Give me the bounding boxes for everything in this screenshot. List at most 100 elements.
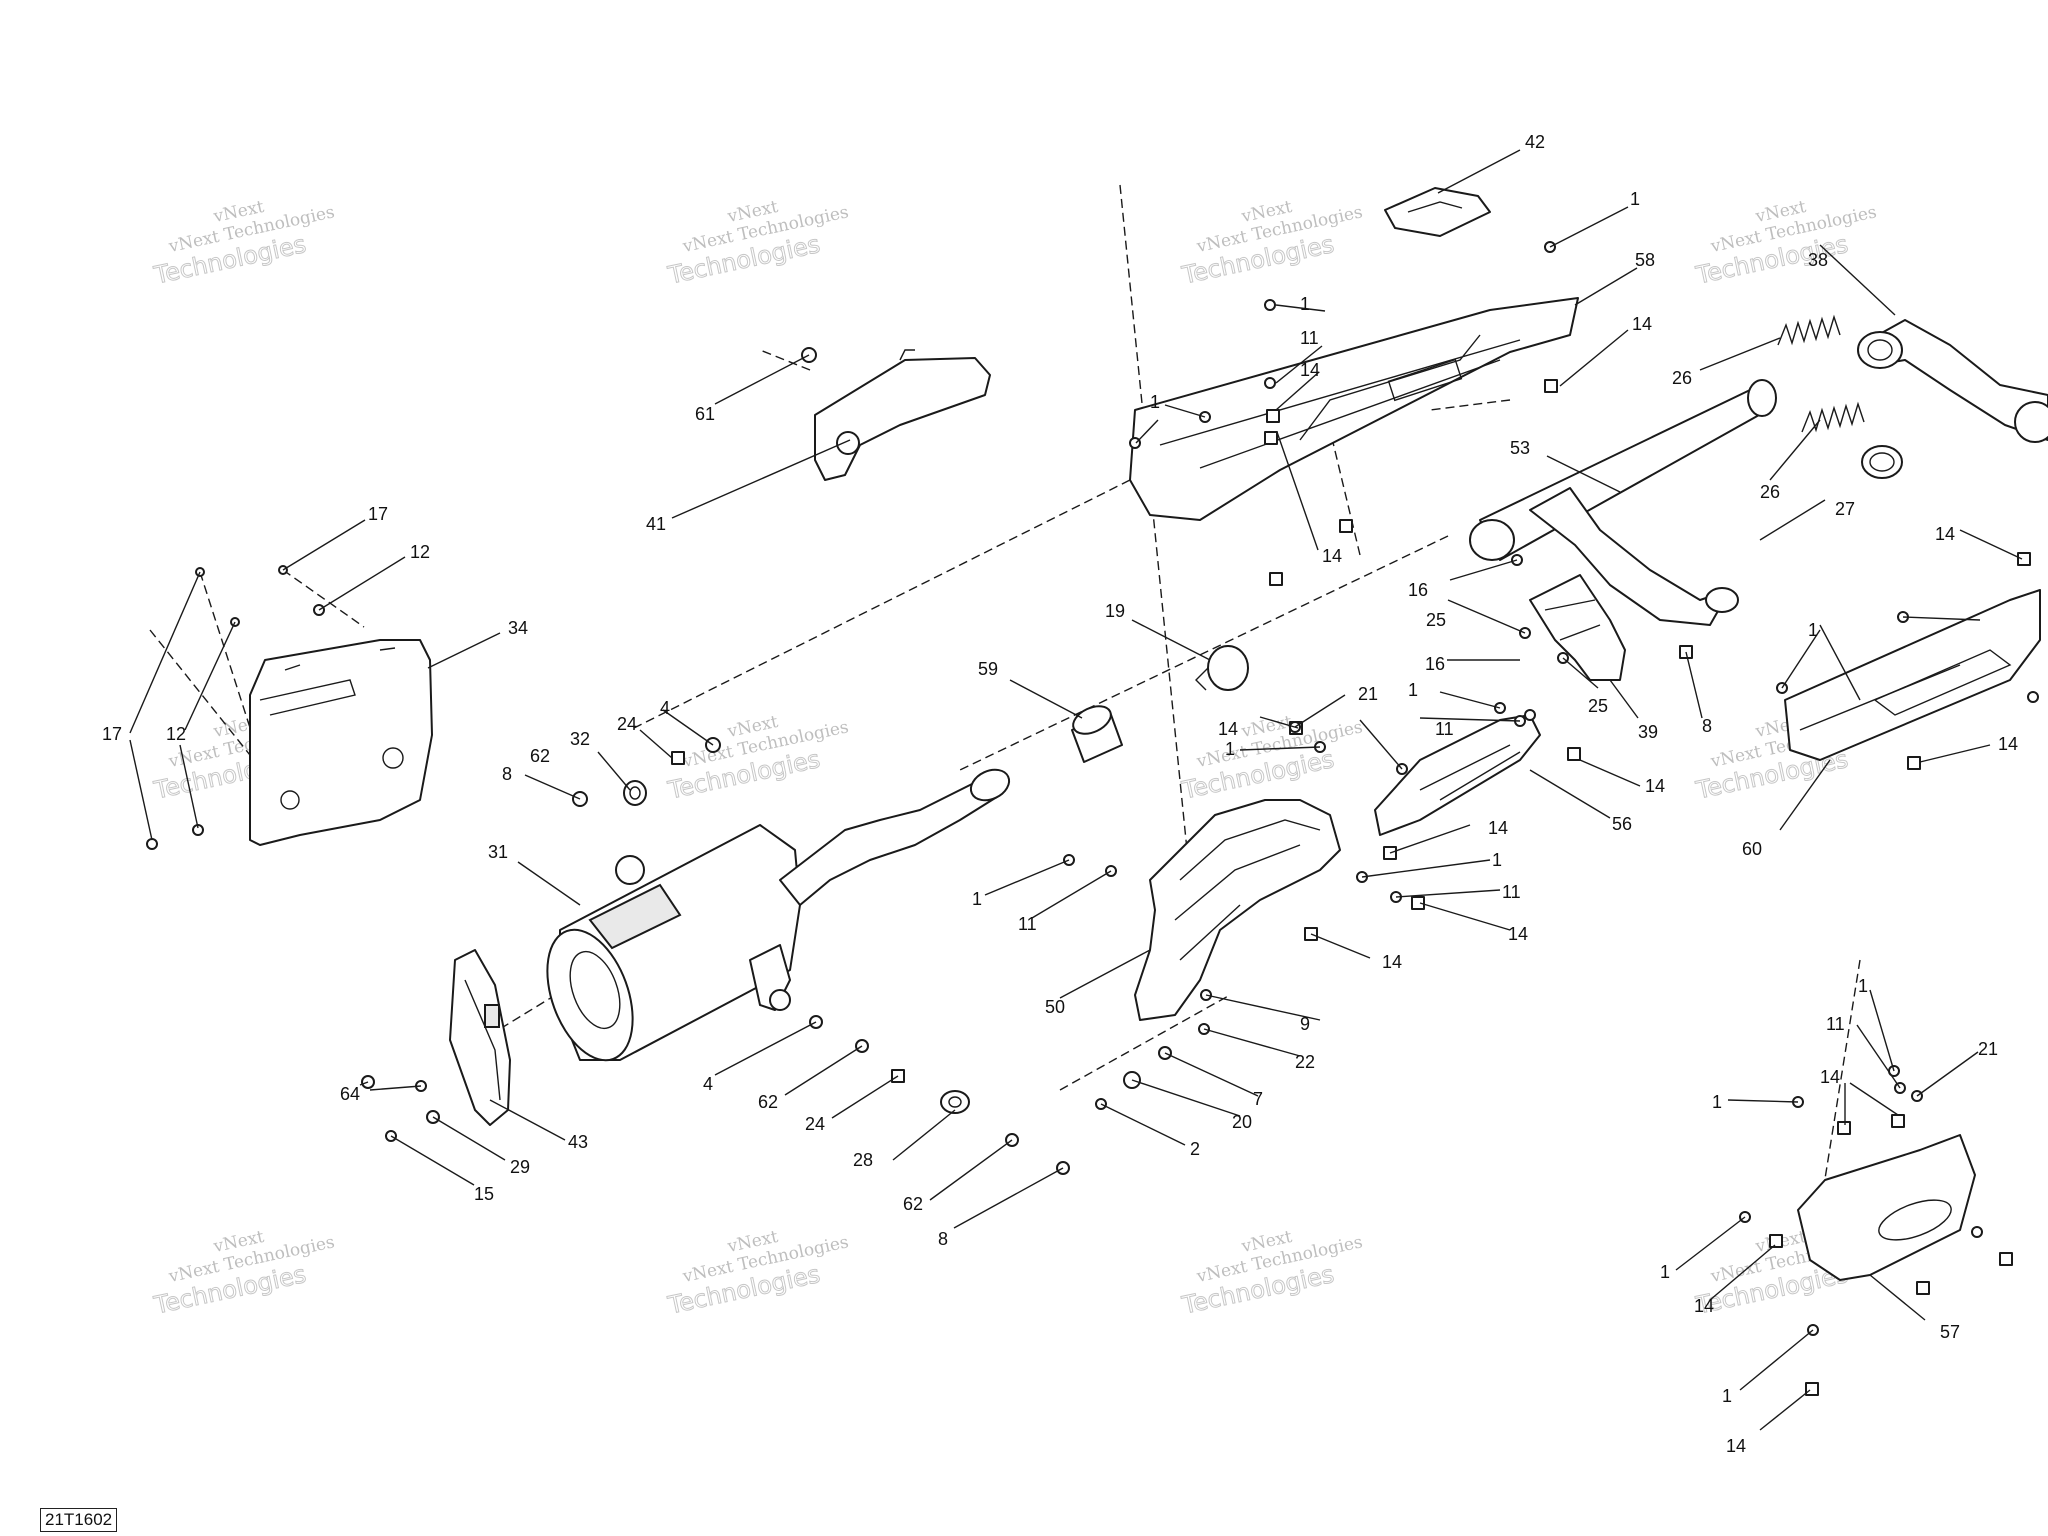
- callout-64: 64: [340, 1084, 360, 1104]
- callout-62: 62: [530, 746, 550, 766]
- callout-22: 22: [1295, 1052, 1315, 1072]
- callout-1: 1: [1225, 739, 1235, 759]
- heat-shield-56: [1374, 714, 1541, 836]
- callout-11: 11: [1018, 914, 1037, 934]
- callout-27: 27: [1835, 499, 1855, 519]
- support-bracket-58: [1129, 297, 1579, 521]
- watermark: vNext vNext Technologies Technologies: [1692, 197, 1878, 290]
- heat-shield-57: [1797, 1134, 1976, 1281]
- callout-1: 1: [1660, 1262, 1670, 1282]
- callout-24: 24: [805, 1114, 825, 1134]
- drawing-id-label: 21T1602: [40, 1508, 118, 1532]
- end-cap-43: [449, 949, 511, 1126]
- grommet-32: [623, 780, 647, 806]
- spring-26-upper: [1777, 314, 1841, 346]
- callout-17: 17: [102, 724, 122, 744]
- callout-58: 58: [1635, 250, 1655, 270]
- callout-42: 42: [1525, 132, 1545, 152]
- callout-7: 7: [1253, 1089, 1263, 1109]
- callout-1: 1: [1150, 392, 1160, 412]
- callout-14: 14: [1935, 524, 1955, 544]
- watermark: vNext vNext Technologies Technologies: [1178, 197, 1364, 290]
- callout-14: 14: [1694, 1296, 1714, 1316]
- callout-14: 14: [1218, 719, 1238, 739]
- grommet-28: [940, 1090, 970, 1114]
- bracket-61: [814, 349, 991, 481]
- callout-1: 1: [1858, 976, 1868, 996]
- callout-41: 41: [646, 514, 666, 534]
- callout-1: 1: [1808, 620, 1818, 640]
- callout-50: 50: [1045, 997, 1065, 1017]
- callout-1: 1: [1300, 294, 1310, 314]
- callout-14: 14: [1998, 734, 2018, 754]
- heat-shield-50: [1134, 799, 1341, 1021]
- callout-16: 16: [1408, 580, 1428, 600]
- callout-62: 62: [758, 1092, 778, 1112]
- spring-26-lower: [1801, 401, 1865, 433]
- callout-1: 1: [1408, 680, 1418, 700]
- callout-9: 9: [1300, 1014, 1310, 1034]
- callout-57: 57: [1940, 1322, 1960, 1342]
- callout-38: 38: [1808, 250, 1828, 270]
- callouts: 42 1 58 1 11 14 14 1 14 38 26 26 53 27 1…: [102, 132, 2018, 1456]
- watermark: vNext vNext Technologies Technologies: [664, 197, 850, 290]
- callout-26: 26: [1760, 482, 1780, 502]
- gasket-27: [1861, 445, 1903, 479]
- callout-11: 11: [1435, 719, 1454, 739]
- clamp-19: [1195, 645, 1249, 691]
- callout-14: 14: [1300, 360, 1320, 380]
- callout-28: 28: [853, 1150, 873, 1170]
- callout-1: 1: [1712, 1092, 1722, 1112]
- callout-12: 12: [166, 724, 186, 744]
- callout-61: 61: [695, 404, 715, 424]
- callout-14: 14: [1322, 546, 1342, 566]
- callout-11: 11: [1826, 1014, 1845, 1034]
- callout-34: 34: [508, 618, 528, 638]
- callout-14: 14: [1632, 314, 1652, 334]
- exhaust-pipe-38: [1857, 319, 2048, 443]
- callout-20: 20: [1232, 1112, 1252, 1132]
- callout-11: 11: [1502, 882, 1521, 902]
- callout-1: 1: [1722, 1386, 1732, 1406]
- callout-62: 62: [903, 1194, 923, 1214]
- callout-4: 4: [660, 698, 670, 718]
- callout-25: 25: [1426, 610, 1446, 630]
- callout-60: 60: [1742, 839, 1762, 859]
- callout-1: 1: [1492, 850, 1502, 870]
- watermark: vNext vNext Technologies Technologies: [1178, 1227, 1364, 1320]
- heat-shield-39: [1529, 574, 1626, 681]
- watermark: vNext vNext Technologies Technologies: [150, 197, 336, 290]
- callout-39: 39: [1638, 722, 1658, 742]
- callout-14: 14: [1820, 1067, 1840, 1087]
- callout-1: 1: [972, 889, 982, 909]
- callout-14: 14: [1645, 776, 1665, 796]
- callout-14: 14: [1488, 818, 1508, 838]
- sleeve-59: [1071, 705, 1123, 763]
- callout-8: 8: [1702, 716, 1712, 736]
- callout-17: 17: [368, 504, 388, 524]
- callout-56: 56: [1612, 814, 1632, 834]
- callout-8: 8: [938, 1229, 948, 1249]
- callout-15: 15: [474, 1184, 494, 1204]
- callout-2: 2: [1190, 1139, 1200, 1159]
- callout-8: 8: [502, 764, 512, 784]
- callout-32: 32: [570, 729, 590, 749]
- callout-1: 1: [1630, 189, 1640, 209]
- callout-14: 14: [1726, 1436, 1746, 1456]
- callout-14: 14: [1382, 952, 1402, 972]
- callout-25: 25: [1588, 696, 1608, 716]
- watermark: vNext vNext Technologies Technologies: [1178, 712, 1364, 805]
- callout-21: 21: [1978, 1039, 1998, 1059]
- side-shield-34: [249, 639, 433, 846]
- leader-lines: [129, 149, 2023, 1431]
- callout-43: 43: [568, 1132, 588, 1152]
- watermark: vNext vNext Technologies Technologies: [150, 1227, 336, 1320]
- watermark: vNext vNext Technologies Technologies: [664, 712, 850, 805]
- callout-29: 29: [510, 1157, 530, 1177]
- callout-4: 4: [703, 1074, 713, 1094]
- callout-26: 26: [1672, 368, 1692, 388]
- callout-21: 21: [1358, 684, 1378, 704]
- callout-53: 53: [1510, 438, 1530, 458]
- callout-24: 24: [617, 714, 637, 734]
